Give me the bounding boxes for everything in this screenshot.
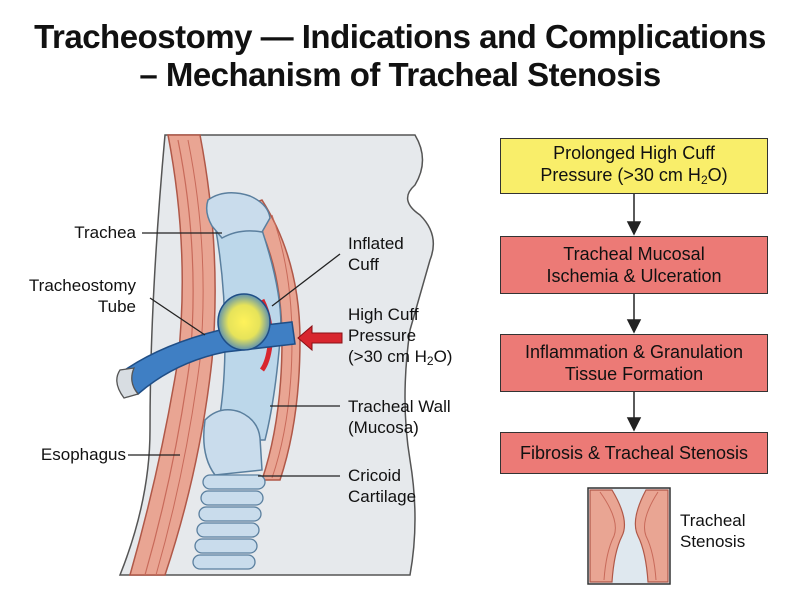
- diagram-title: Tracheostomy — Indications and Complicat…: [0, 18, 800, 94]
- title-line-1: Tracheostomy — Indications and Complicat…: [34, 18, 766, 55]
- pressure-arrow: [297, 324, 343, 352]
- label-tracheal-wall: Tracheal Wall (Mucosa): [348, 397, 451, 437]
- label-trachea: Trachea: [74, 223, 136, 242]
- flow-step-prolonged-pressure: Prolonged High Cuff Pressure (>30 cm H2O…: [500, 138, 768, 194]
- inflated-cuff-shape: [217, 293, 271, 351]
- flow-step-fibrosis-stenosis: Fibrosis & Tracheal Stenosis: [500, 432, 768, 474]
- label-tracheostomy-tube: Tracheostomy Tube: [28, 276, 136, 316]
- flow-step-granulation: Inflammation & Granulation Tissue Format…: [500, 334, 768, 392]
- label-esophagus: Esophagus: [40, 445, 126, 464]
- label-cricoid-cartilage: Cricoid Cartilage: [348, 466, 417, 506]
- flow-step-ischemia: Tracheal Mucosal Ischemia & Ulceration: [500, 236, 768, 294]
- title-line-2: – Mechanism of Tracheal Stenosis: [139, 56, 661, 93]
- label-high-cuff-pressure: High Cuff Pressure (>30 cm H2O): [348, 305, 453, 368]
- thyroid-cartilage: [205, 192, 271, 239]
- cricoid-cartilage-shape: [203, 409, 263, 476]
- label-tracheal-stenosis: Tracheal Stenosis: [680, 511, 746, 551]
- tracheal-rings: [192, 474, 266, 570]
- label-inflated-cuff: Inflated Cuff: [348, 234, 404, 274]
- leader-lines: [128, 232, 341, 477]
- esophagus-shape: [129, 134, 216, 576]
